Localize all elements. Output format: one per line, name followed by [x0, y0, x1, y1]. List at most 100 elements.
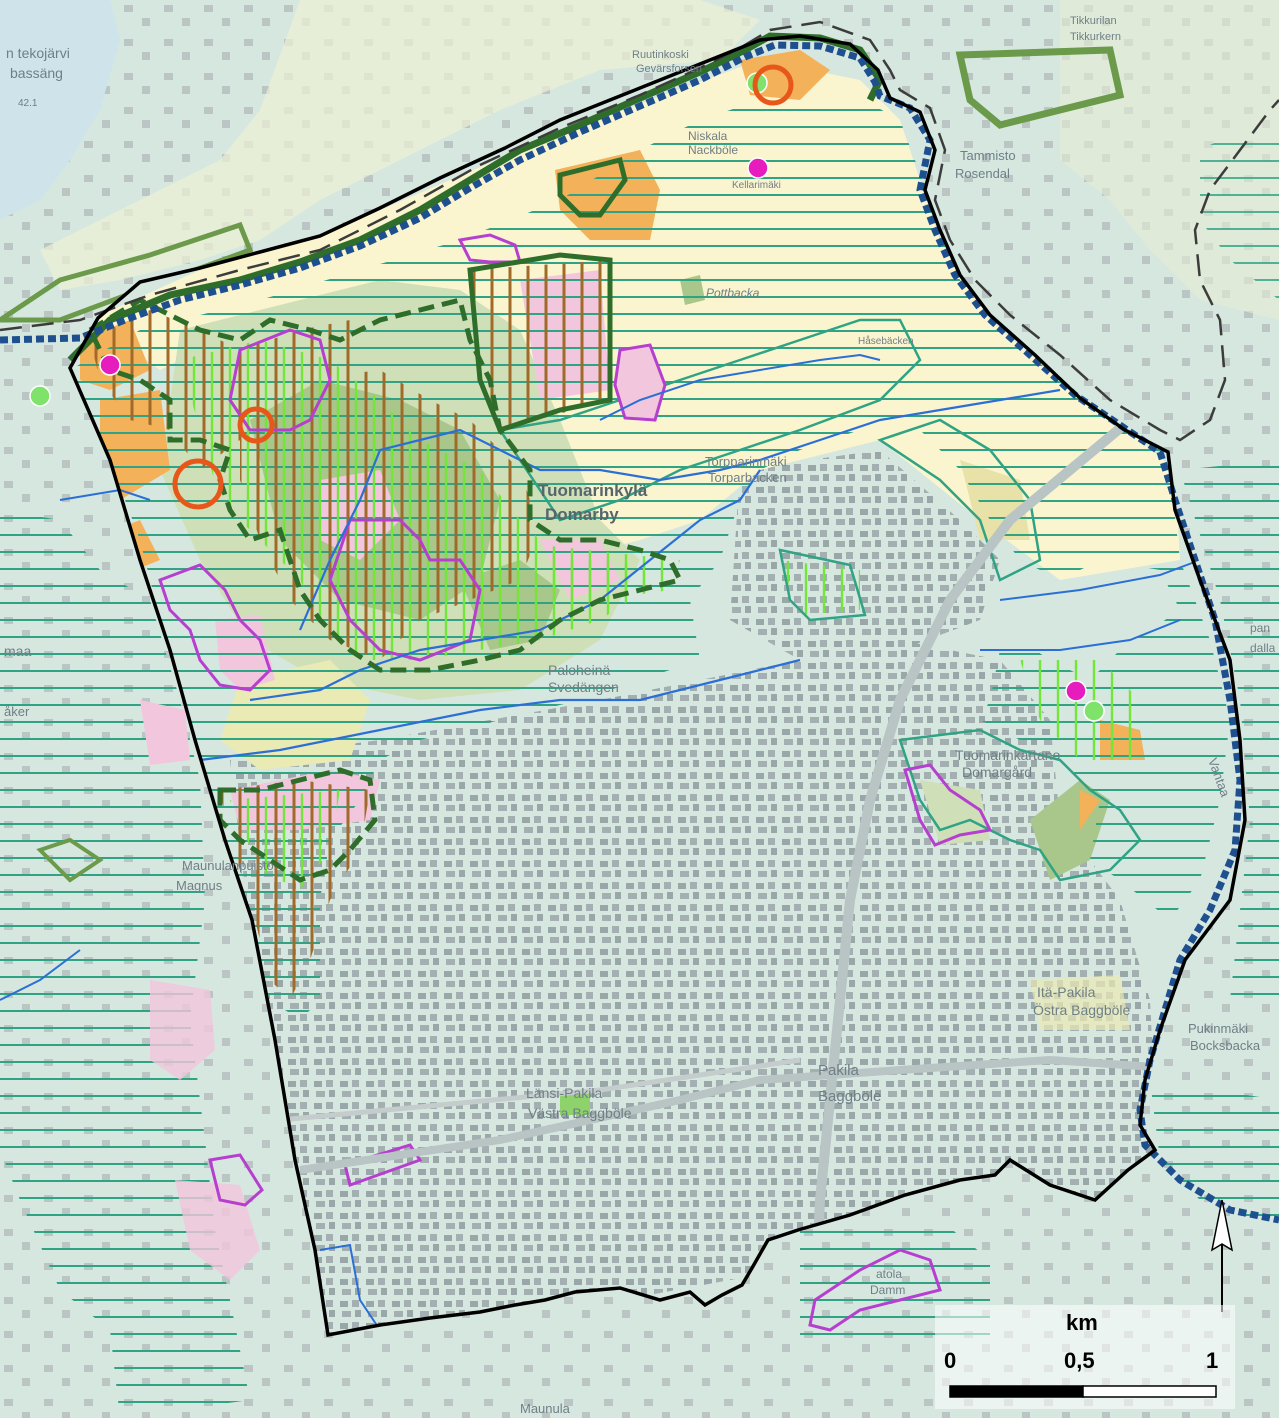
stream-outside-w2 [0, 949, 81, 1001]
forest-east-2 [920, 780, 990, 845]
north-arrow-icon [1210, 1199, 1234, 1312]
hatch-green-main [180, 340, 660, 660]
pink-outside-west-2 [150, 980, 215, 1080]
vantaa-river [0, 41, 1279, 1224]
purple-outline-6 [903, 763, 993, 847]
magenta-point-1 [99, 354, 121, 376]
label-pottbacka: Pottbacka [706, 286, 760, 300]
label-ostrabaggbole: Östra Baggböle [1033, 1001, 1130, 1018]
scale-tick-0: 0 [944, 1348, 956, 1373]
label-tuomarinkyla: Tuomarinkylä [538, 481, 648, 500]
scale-bar-black [949, 1385, 1084, 1398]
purple-outline-4 [328, 518, 482, 662]
railway [279, 1057, 801, 1123]
zone-outline-2 [877, 418, 1042, 582]
label-pan: pan [1250, 621, 1270, 635]
lake [0, 0, 120, 220]
label-itapakila: Itä-Pakila [1037, 984, 1096, 1000]
label-damm: Damm [870, 1283, 905, 1297]
dashed-zone-south [217, 767, 378, 883]
purple-outline-7 [343, 1143, 423, 1187]
label-magnus: Magnus [176, 878, 223, 893]
label-niskala: Niskala [688, 129, 728, 143]
scale-tick-end: 1 [1206, 1348, 1218, 1373]
label-torpparinmaki: Torpparinmäki [705, 454, 787, 469]
green-patch-lansipakila [560, 1090, 590, 1115]
study-area-boundary [68, 34, 1247, 1338]
label-maa: maa [4, 643, 31, 659]
municipal-border [0, 20, 1279, 442]
zone-outline-4 [898, 728, 1142, 882]
label-svedangen: Svedängen [548, 679, 619, 695]
label-dalla: dalla [1250, 641, 1276, 655]
stream-7 [319, 1243, 381, 1331]
stream-3 [199, 658, 801, 762]
label-domarby: Domarby [545, 505, 619, 524]
green-point-1 [29, 385, 51, 407]
scale-tick-mid: 0,5 [1064, 1348, 1095, 1373]
main-road [795, 416, 1134, 1335]
label-lansipakila: Länsi-Pakila [526, 1085, 602, 1101]
solid-zone-2 [557, 156, 628, 218]
label-tuomarinkartano: Tuomarinkartano [955, 747, 1061, 763]
label-bassang: bassäng [10, 65, 63, 81]
residential-blocks [230, 640, 1160, 1335]
hatch-green-mid [780, 560, 860, 615]
label-pukinmaki: Pukinmäki [1188, 1021, 1248, 1036]
label-maunula: Maunula [520, 1401, 571, 1416]
label-rosendal: Rosendal [955, 166, 1010, 181]
orange-ring-1 [752, 64, 794, 106]
label-maunulanpuisto: Maunulanpuisto [182, 858, 274, 873]
label-pakila: Pakila [818, 1062, 860, 1079]
hatch-brown-ne [470, 260, 610, 430]
orange-ring-3 [172, 458, 224, 510]
label-paloheina: Paloheinä [548, 662, 610, 678]
label-hasebacken: Håsebäcken [858, 335, 914, 347]
label-nackbole: Nackböle [688, 143, 738, 157]
purple-outline-5 [158, 563, 272, 692]
zone-outline-3 [778, 548, 867, 622]
green-point-3 [1083, 700, 1105, 722]
label-patola: atola [876, 1267, 902, 1281]
stream-5 [980, 619, 1181, 651]
label-tikkurkern: Tikkurkern [1070, 31, 1121, 43]
stream-6 [999, 559, 1201, 601]
green-outline-nw [0, 221, 254, 323]
green-outline-outside-west [36, 837, 104, 883]
label-kellarimaki: Kellarimäki [732, 180, 781, 191]
label-ruutinkoski: Ruutinkoski [632, 49, 689, 61]
label-elevation: 42.1 [18, 98, 38, 109]
label-torparbacken: Torparbacken [708, 470, 787, 485]
ring-road [299, 1055, 1201, 1174]
stream-2 [249, 469, 761, 702]
stream-1 [298, 388, 1061, 631]
label-tekojarvi: n tekojärvi [6, 45, 70, 61]
green-outline-ne [955, 46, 1125, 129]
hatch-outside-ne [1200, 130, 1279, 300]
label-aker: åker [4, 704, 30, 719]
orange-area-e2 [1080, 790, 1100, 830]
label-vastrabaggbole: Västra Baggböle [528, 1105, 632, 1121]
label-tammisto: Tammisto [960, 148, 1016, 163]
scale-unit: km [1066, 1310, 1098, 1335]
hatch-green-se [1020, 660, 1140, 760]
orange-ring-2 [237, 406, 275, 444]
label-domargard: Domargård [962, 764, 1032, 780]
field-outside-north [40, 0, 760, 290]
label-gevarsforsen: Gevärsforsen [636, 63, 702, 75]
hatch-outside-east [1180, 460, 1279, 1000]
purple-outline-south [808, 1248, 942, 1332]
purple-outline-outside-west [208, 1153, 264, 1207]
hatch-outside-se [1150, 1080, 1279, 1230]
purple-outline-3 [228, 328, 332, 432]
hatch-green-south [230, 790, 340, 890]
purple-outline-2 [613, 343, 667, 422]
label-bocksbacka: Bocksbacka [1190, 1038, 1261, 1053]
field-patch-pakila [1030, 975, 1130, 1030]
pink-outside-west [140, 700, 190, 765]
label-baggbole: Baggböle [818, 1088, 881, 1105]
stream-4 [599, 353, 881, 421]
scale-bar-white [1082, 1385, 1217, 1398]
